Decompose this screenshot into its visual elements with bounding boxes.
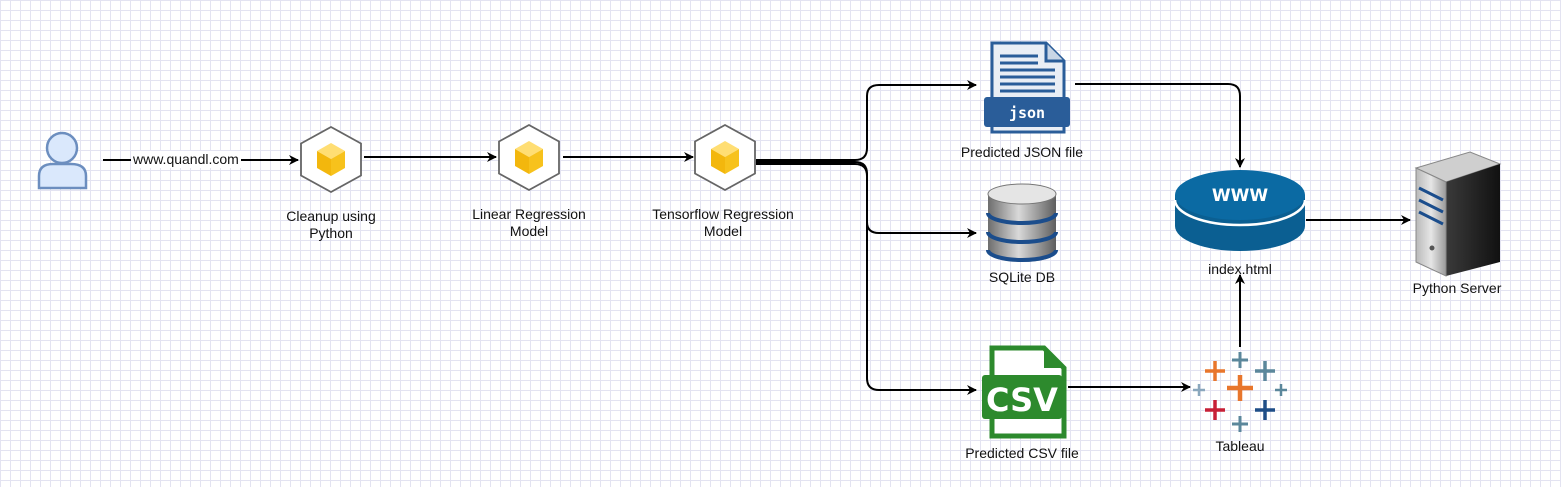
edge-label-quandl: www.quandl.com — [131, 151, 241, 168]
tableau-icon — [1193, 352, 1287, 432]
cube-icon — [498, 123, 560, 192]
edge-json-to-www — [1075, 83, 1245, 168]
node-label-cleanup: Cleanup using Python — [286, 208, 376, 241]
node-label-csv-file: Predicted CSV file — [965, 445, 1079, 461]
node-label-tensorflow-regression: Tensorflow Regression Model — [652, 206, 794, 239]
node-label-linear-regression: Linear Regression Model — [472, 206, 586, 239]
user-icon — [37, 131, 88, 190]
node-label-python-server: Python Server — [1412, 280, 1502, 296]
cube-icon — [300, 125, 362, 194]
www-badge: WWW — [1212, 186, 1269, 206]
node-label-tableau: Tableau — [1215, 438, 1265, 454]
node-label-json-file: Predicted JSON file — [960, 144, 1084, 160]
edge-tensorflow-to-csv — [756, 163, 977, 395]
server-icon — [1414, 151, 1502, 277]
edge-tensorflow-to-json — [756, 80, 977, 161]
json-badge: json — [1009, 104, 1045, 122]
database-icon — [986, 183, 1058, 262]
www-disk-icon: WWW — [1173, 170, 1307, 251]
json-file-icon: json — [984, 41, 1070, 134]
csv-badge: CSV — [986, 381, 1058, 419]
csv-file-icon: CSV — [982, 345, 1067, 439]
node-label-sqlite: SQLite DB — [988, 269, 1056, 285]
cube-icon — [694, 123, 756, 192]
node-label-www: index.html — [1208, 261, 1272, 277]
edges — [103, 80, 1411, 395]
